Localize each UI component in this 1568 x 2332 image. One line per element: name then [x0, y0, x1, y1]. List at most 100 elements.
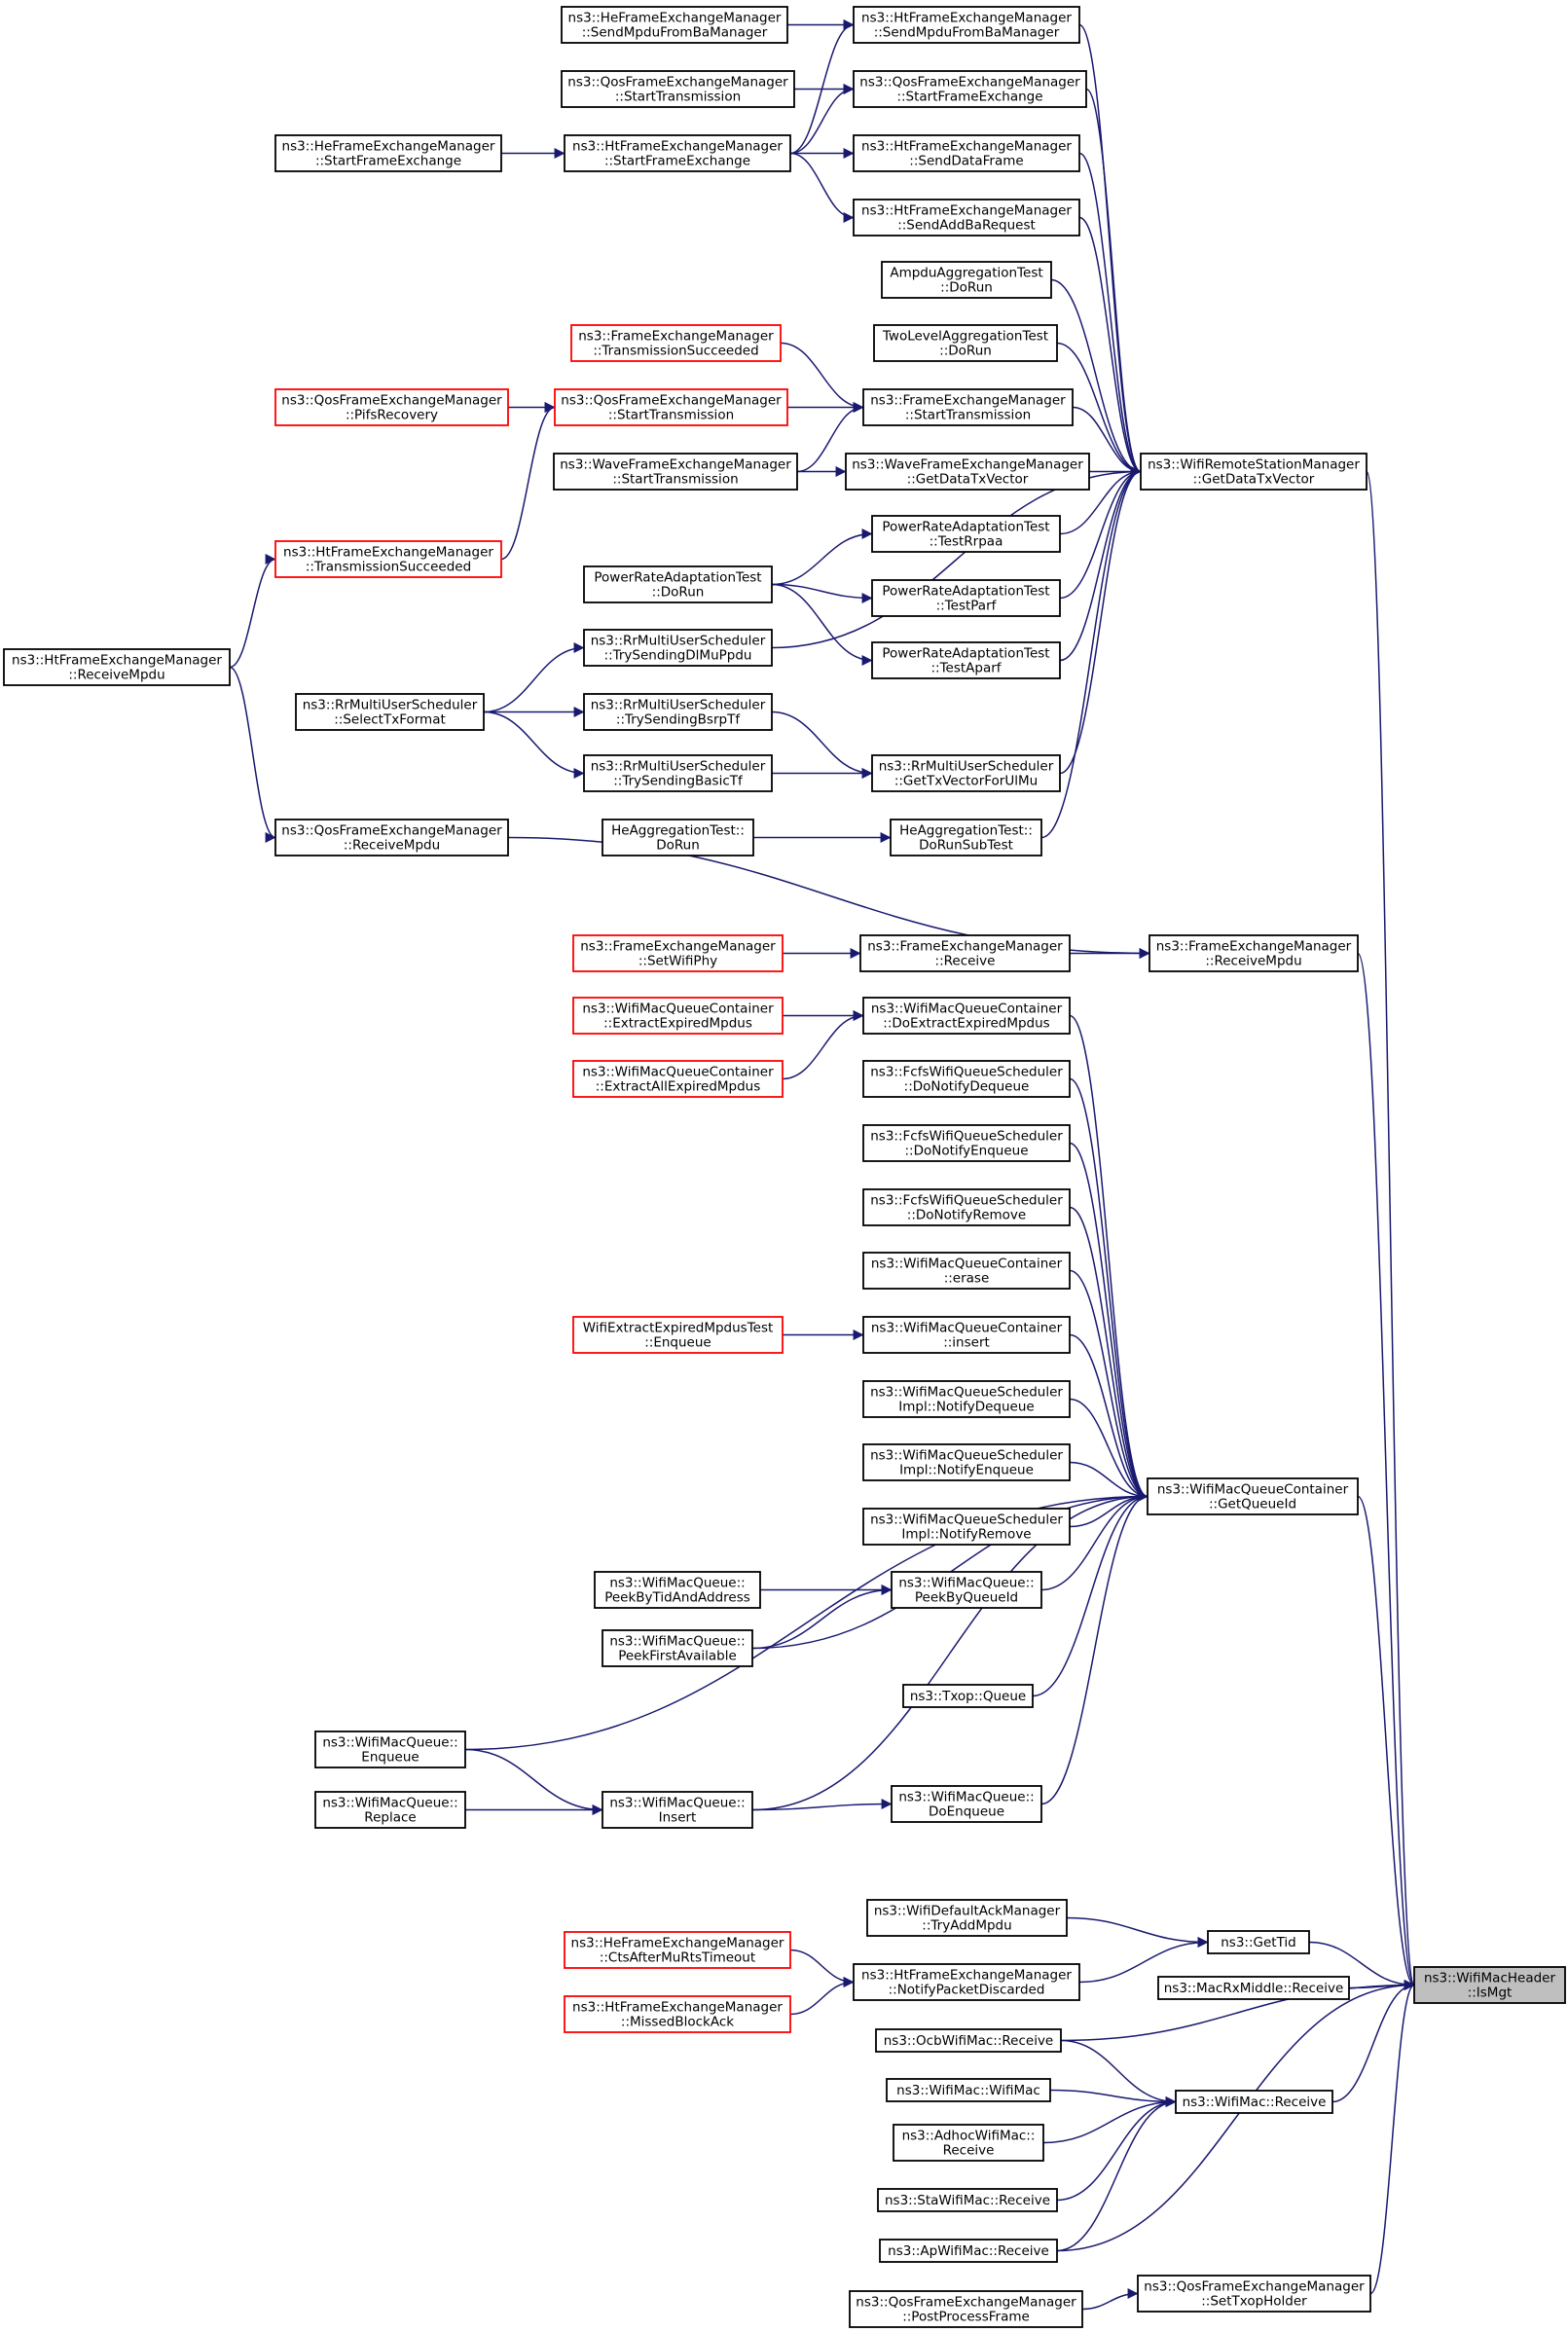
node-qos-receive-mpdu[interactable]: ns3::QosFrameExchangeManager::ReceiveMpd… — [274, 819, 509, 856]
node-ht-transmission-succeeded[interactable]: ns3::HtFrameExchangeManager::Transmissio… — [274, 540, 502, 578]
node-rr-try-sending-basic-tf[interactable]: ns3::RrMultiUserScheduler::TrySendingBas… — [583, 754, 773, 792]
node-ap-receive[interactable]: ns3::ApWifiMac::Receive — [879, 2239, 1058, 2263]
node-wmqs-notify-remove[interactable]: ns3::WifiMacQueueSchedulerImpl::NotifyRe… — [862, 1508, 1071, 1546]
node-wmqs-notify-dequeue[interactable]: ns3::WifiMacQueueSchedulerImpl::NotifyDe… — [862, 1380, 1071, 1418]
node-box — [862, 1188, 1071, 1226]
node-wifi-mac-wifi-mac[interactable]: ns3::WifiMac::WifiMac — [886, 2078, 1051, 2102]
node-box — [853, 199, 1080, 237]
node-fem-receive-mpdu[interactable]: ns3::FrameExchangeManager::ReceiveMpdu — [1149, 934, 1359, 972]
node-qos-start-transmission-red[interactable]: ns3::QosFrameExchangeManager::StartTrans… — [554, 388, 788, 426]
node-box — [572, 934, 784, 972]
node-ampdu-test[interactable]: AmpduAggregationTest::DoRun — [881, 261, 1052, 299]
node-wmq-peek-by-queue-id[interactable]: ns3::WifiMacQueue::PeekByQueueId — [891, 1571, 1042, 1609]
node-label-line: ns3::WifiMacQueueScheduler — [870, 1385, 1063, 1401]
node-ht-send-data-frame[interactable]: ns3::HtFrameExchangeManager::SendDataFra… — [853, 134, 1080, 172]
node-ht-send-add-ba-request[interactable]: ns3::HtFrameExchangeManager::SendAddBaRe… — [853, 199, 1080, 237]
node-box — [862, 1252, 1071, 1290]
node-qos-pifs-recovery[interactable]: ns3::QosFrameExchangeManager::PifsRecove… — [274, 388, 509, 426]
node-he-start-frame-exchange[interactable]: ns3::HeFrameExchangeManager::StartFrameE… — [274, 134, 502, 172]
node-get-queue-id[interactable]: ns3::WifiMacQueueContainer::GetQueueId — [1147, 1477, 1359, 1515]
edge-wmq-peek-by-queue-id-to-get-queue-id — [1040, 1491, 1149, 1591]
node-pra-test-rrpaa[interactable]: PowerRateAdaptationTest::TestRrpaa — [871, 515, 1061, 553]
node-wmqc-erase[interactable]: ns3::WifiMacQueueContainer::erase — [862, 1252, 1071, 1290]
node-fem-receive[interactable]: ns3::FrameExchangeManager::Receive — [859, 934, 1071, 972]
node-ht-notify-packet-discarded[interactable]: ns3::HtFrameExchangeManager::NotifyPacke… — [853, 1963, 1080, 2001]
node-box — [594, 1571, 761, 1609]
node-wdam-try-add-mpdu[interactable]: ns3::WifiDefaultAckManager::TryAddMpdu — [866, 1899, 1068, 1937]
node-label-line: ::StartTransmission — [905, 408, 1031, 423]
node-txop-queue[interactable]: ns3::Txop::Queue — [902, 1684, 1034, 1708]
node-label-line: ns3::WifiMac::WifiMac — [896, 2083, 1040, 2098]
node-pra-do-run[interactable]: PowerRateAdaptationTest::DoRun — [583, 565, 773, 603]
node-label-line: ns3::HtFrameExchangeManager — [861, 1968, 1072, 1984]
node-mac-rx-middle[interactable]: ns3::MacRxMiddle::Receive — [1157, 1976, 1350, 2000]
node-he-agg-do-run[interactable]: HeAggregationTest::DoRun — [602, 819, 754, 856]
node-ocb-receive[interactable]: ns3::OcbWifiMac::Receive — [875, 2028, 1062, 2053]
node-wmq-peek-first-available[interactable]: ns3::WifiMacQueue::PeekFirstAvailable — [602, 1629, 753, 1667]
node-wmq-replace[interactable]: ns3::WifiMacQueue::Replace — [314, 1791, 466, 1829]
node-get-data-tx-vector[interactable]: ns3::WifiRemoteStationManager::GetDataTx… — [1140, 453, 1367, 491]
node-label-line: ::StartFrameExchange — [604, 154, 750, 169]
edge-ht-start-frame-exchange-to-ht-send-add-ba-request — [789, 152, 855, 223]
edge-ht-notify-packet-discarded-to-get-tid — [1078, 1937, 1209, 1984]
node-he-agg-do-run-sub-test[interactable]: HeAggregationTest::DoRunSubTest — [890, 819, 1042, 856]
node-wmq-peek-by-tid-and-address[interactable]: ns3::WifiMacQueue::PeekByTidAndAddress — [594, 1571, 761, 1609]
node-weemt-enqueue[interactable]: WifiExtractExpiredMpdusTest::Enqueue — [572, 1316, 784, 1354]
node-box — [862, 1060, 1071, 1098]
edge-he-agg-do-run-sub-test-to-get-data-tx-vector — [1040, 466, 1142, 839]
node-pra-test-aparf[interactable]: PowerRateAdaptationTest::TestAparf — [871, 641, 1061, 679]
node-box — [859, 934, 1071, 972]
node-fem-set-wifi-phy[interactable]: ns3::FrameExchangeManager::SetWifiPhy — [572, 934, 784, 972]
node-wifi-mac-receive[interactable]: ns3::WifiMac::Receive — [1175, 2090, 1333, 2114]
node-get-tid[interactable]: ns3::GetTid — [1207, 1930, 1310, 1954]
node-label-line: DoEnqueue — [929, 1804, 1004, 1820]
node-wmqc-extract-all-expired-mpdus[interactable]: ns3::WifiMacQueueContainer::ExtractAllEx… — [572, 1060, 784, 1098]
node-wave-start-transmission[interactable]: ns3::WaveFrameExchangeManager::StartTran… — [553, 453, 798, 491]
node-rr-select-tx-format[interactable]: ns3::RrMultiUserScheduler::SelectTxForma… — [295, 693, 485, 731]
node-ht-start-frame-exchange[interactable]: ns3::HtFrameExchangeManager::StartFrameE… — [564, 134, 791, 172]
node-two-level-test[interactable]: TwoLevelAggregationTest::DoRun — [873, 324, 1058, 362]
node-wmq-insert[interactable]: ns3::WifiMacQueue::Insert — [602, 1791, 753, 1829]
node-fcfs-do-notify-dequeue[interactable]: ns3::FcfsWifiQueueScheduler::DoNotifyDeq… — [862, 1060, 1071, 1098]
node-sta-receive[interactable]: ns3::StaWifiMac::Receive — [877, 2188, 1058, 2212]
node-wmqc-extract-expired-mpdus[interactable]: ns3::WifiMacQueueContainer::ExtractExpir… — [572, 997, 784, 1035]
node-wmq-do-enqueue[interactable]: ns3::WifiMacQueue::DoEnqueue — [891, 1785, 1042, 1823]
node-ht-receive-mpdu[interactable]: ns3::HtFrameExchangeManager::ReceiveMpdu — [3, 648, 231, 686]
node-pra-test-parf[interactable]: PowerRateAdaptationTest::TestParf — [871, 579, 1061, 617]
node-fcfs-do-notify-enqueue[interactable]: ns3::FcfsWifiQueueScheduler::DoNotifyEnq… — [862, 1124, 1071, 1162]
edge-txop-queue-to-get-queue-id — [1032, 1491, 1149, 1697]
node-wmqc-do-extract-expired-mpdus[interactable]: ns3::WifiMacQueueContainer::DoExtractExp… — [862, 997, 1071, 1035]
node-he-cts-after-mu-rts-timeout[interactable]: ns3::HeFrameExchangeManager::CtsAfterMuR… — [564, 1931, 791, 1969]
node-qos-start-transmission-black[interactable]: ns3::QosFrameExchangeManager::StartTrans… — [561, 70, 795, 108]
node-label-line: PowerRateAdaptationTest — [594, 570, 761, 586]
node-label-line: ::DoRun — [939, 344, 992, 359]
node-fem-transmission-succeeded[interactable]: ns3::FrameExchangeManager::TransmissionS… — [570, 324, 782, 362]
node-rr-try-sending-dl-mu-ppdu[interactable]: ns3::RrMultiUserScheduler::TrySendingDlM… — [583, 629, 773, 667]
edge-set-txop-holder-to-is-mgt — [1369, 1980, 1415, 2295]
node-fcfs-do-notify-remove[interactable]: ns3::FcfsWifiQueueScheduler::DoNotifyRem… — [862, 1188, 1071, 1226]
node-rr-try-sending-bsrp-tf[interactable]: ns3::RrMultiUserScheduler::TrySendingBsr… — [583, 693, 773, 731]
node-label-line: ::GetQueueId — [1209, 1497, 1296, 1512]
node-he-send-mpdu-from-ba[interactable]: ns3::HeFrameExchangeManager::SendMpduFro… — [561, 6, 788, 44]
node-fem-start-transmission[interactable]: ns3::FrameExchangeManager::StartTransmis… — [862, 388, 1074, 426]
node-label-line: ::PifsRecovery — [346, 408, 438, 423]
edge-wifi-mac-wifi-mac-to-wifi-mac-receive — [1049, 2089, 1177, 2107]
node-rr-get-tx-vector-for-ul-mu[interactable]: ns3::RrMultiUserScheduler::GetTxVectorFo… — [871, 754, 1061, 792]
node-ht-missed-block-ack[interactable]: ns3::HtFrameExchangeManager::MissedBlock… — [564, 1995, 791, 2033]
node-is-mgt[interactable]: ns3::WifiMacHeader::IsMgt — [1413, 1966, 1566, 2004]
node-label-line: ns3::QosFrameExchangeManager — [281, 393, 502, 409]
node-ht-send-mpdu-from-ba[interactable]: ns3::HtFrameExchangeManager::SendMpduFro… — [853, 6, 1080, 44]
node-label-line: ::TestParf — [936, 599, 998, 614]
edge-rr-try-sending-bsrp-tf-to-rr-get-tx-vector-for-ul-mu — [771, 711, 873, 779]
node-wave-get-data-tx-vector[interactable]: ns3::WaveFrameExchangeManager::GetDataTx… — [845, 453, 1090, 491]
node-wmqc-insert[interactable]: ns3::WifiMacQueueContainer::insert — [862, 1316, 1071, 1354]
node-qos-post-process-frame[interactable]: ns3::QosFrameExchangeManager::PostProces… — [849, 2290, 1083, 2328]
node-wmq-enqueue[interactable]: ns3::WifiMacQueue::Enqueue — [314, 1731, 466, 1768]
node-qos-start-frame-exchange[interactable]: ns3::QosFrameExchangeManager::StartFrame… — [853, 70, 1087, 108]
node-label-line: ns3::WifiMacQueueContainer — [871, 1002, 1063, 1017]
edge-pra-do-run-to-pra-test-rrpaa — [771, 528, 873, 586]
node-set-txop-holder[interactable]: ns3::QosFrameExchangeManager::SetTxopHol… — [1137, 2275, 1371, 2313]
node-wmqs-notify-enqueue[interactable]: ns3::WifiMacQueueSchedulerImpl::NotifyEn… — [862, 1443, 1071, 1481]
node-label-line: ::NotifyPacketDiscarded — [889, 1983, 1045, 1998]
node-adhoc-receive[interactable]: ns3::AdhocWifiMac::Receive — [893, 2124, 1044, 2162]
